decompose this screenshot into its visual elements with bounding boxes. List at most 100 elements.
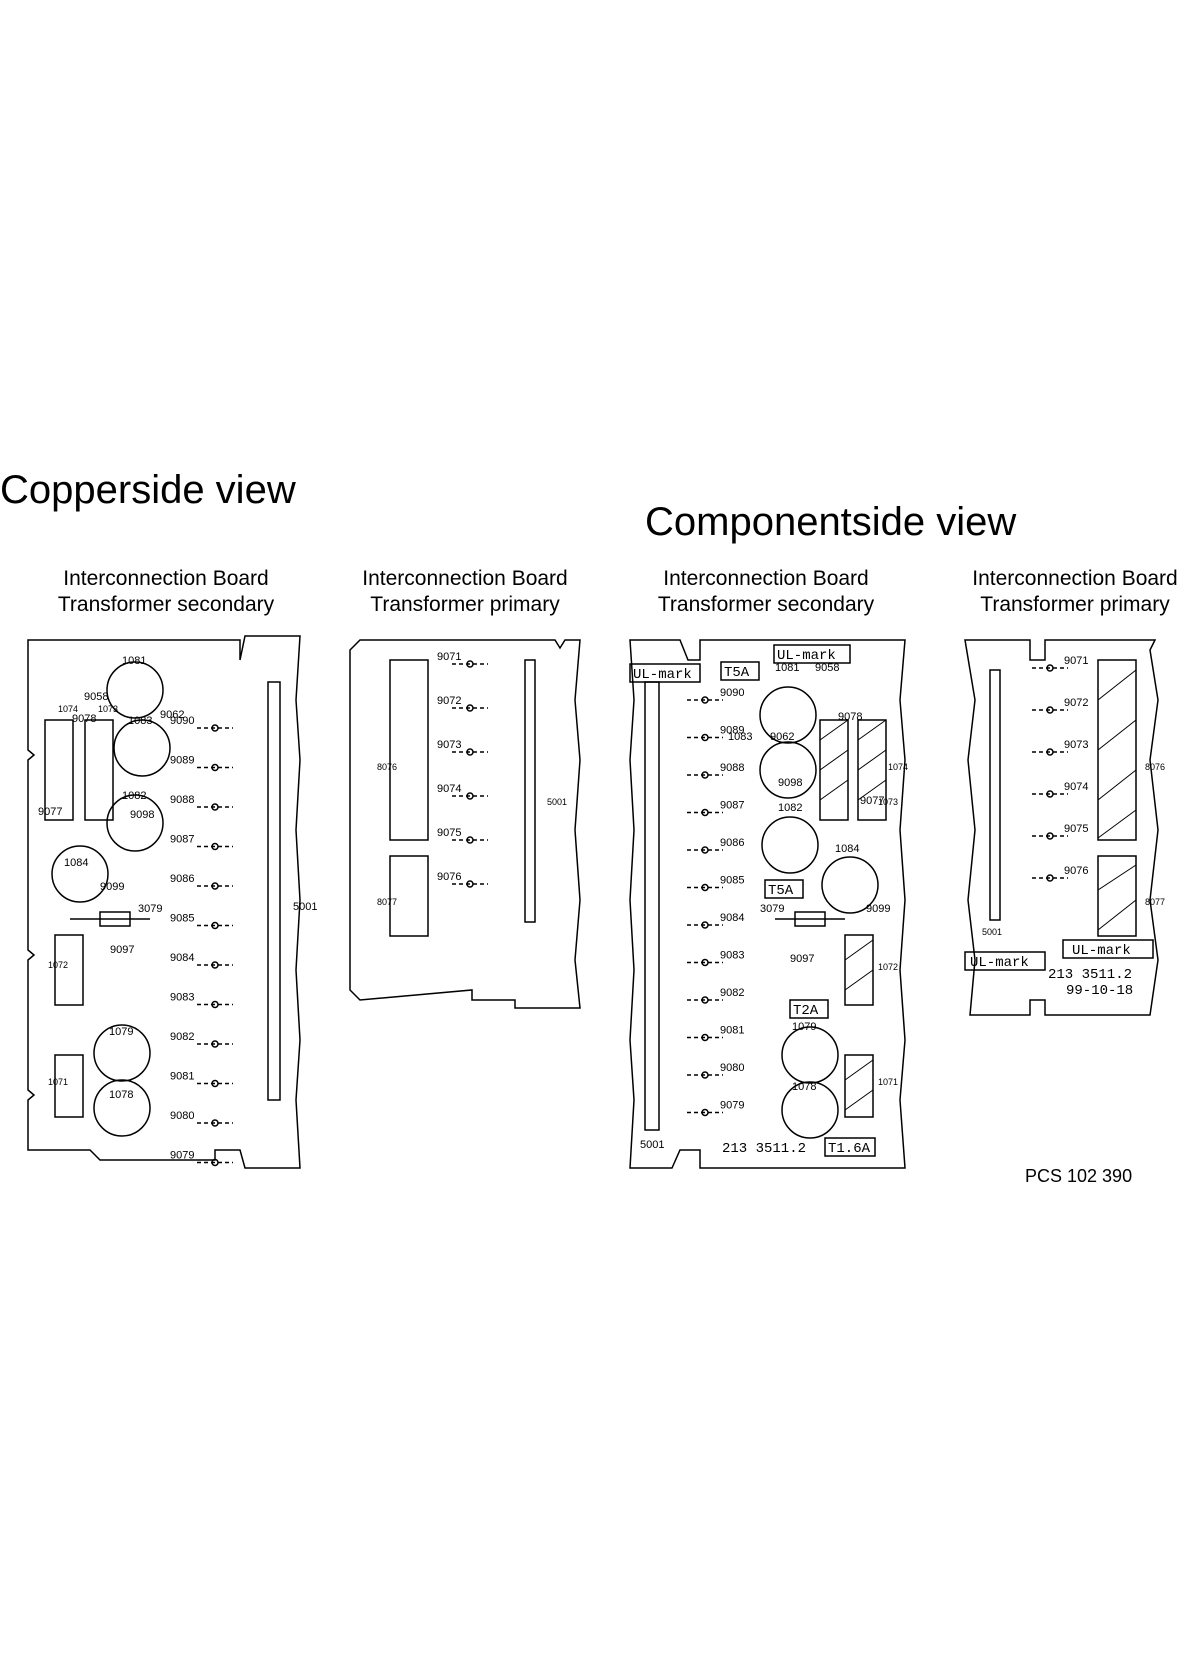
- comp-sec-fuse-label-1083: 1083: [728, 731, 752, 743]
- copper-sec-holder-1071: 1071: [48, 1077, 68, 1087]
- comp-sec-holder-1073: 1073: [878, 797, 898, 807]
- comp-pri-pad-9073: [1046, 748, 1054, 756]
- connector-8077: [389, 855, 429, 937]
- copper-sec-label-9080: 9080: [170, 1110, 194, 1122]
- componentside-view-title: Componentside view: [645, 500, 1017, 544]
- ul-mark-label-3: UL-mark: [1072, 943, 1131, 959]
- copper-sec-label-9087: 9087: [170, 834, 194, 846]
- comp-sec-label-9079: 9079: [720, 1100, 744, 1112]
- holder-1071-c: [844, 1054, 874, 1118]
- comp-sec-fuse-label-1078: 1078: [792, 1081, 816, 1093]
- copper-pri-label-9073: 9073: [437, 739, 461, 751]
- board-title-line1: Interconnection Board: [63, 567, 269, 590]
- t2a-label: T2A: [793, 1003, 819, 1019]
- comp-sec-misc-9062: 9062: [770, 731, 794, 743]
- copper-pri-connector-8077: 8077: [377, 897, 397, 907]
- document-number: PCS 102 390: [1025, 1166, 1133, 1186]
- copper-sec-misc-9098: 9098: [130, 809, 154, 821]
- copper-sec-fuse-label-1079: 1079: [109, 1026, 133, 1038]
- copper-secondary-title: Interconnection Board Transformer second…: [46, 566, 286, 618]
- copper-primary-components: [389, 659, 536, 937]
- copper-sec-misc-9078: 9078: [72, 713, 96, 725]
- comp-sec-pad-9082: [701, 996, 709, 1004]
- copper-sec-pad-9086: [211, 882, 219, 890]
- comp-sec-misc-9058: 9058: [815, 662, 839, 674]
- copper-sec-fuse-label-1078: 1078: [109, 1089, 133, 1101]
- copper-pri-pad-9076: [466, 880, 474, 888]
- connector-5001-primary: [524, 659, 536, 923]
- comp-pri-connector-8076: 8076: [1145, 762, 1165, 772]
- copper-sec-fuse-label-1081: 1081: [122, 655, 146, 667]
- board-outline-copper-primary: [349, 639, 581, 1009]
- comp-sec-label-9081: 9081: [720, 1025, 744, 1037]
- component-primary-title: Interconnection Board Transformer primar…: [955, 566, 1190, 618]
- copper-sec-fuse-label-1083: 1083: [128, 715, 152, 727]
- comp-sec-misc-9078: 9078: [838, 711, 862, 723]
- copper-sec-pad-9087: [211, 842, 219, 851]
- comp-sec-fuse-label-1084: 1084: [835, 843, 859, 855]
- copper-sec-label-9088: 9088: [170, 794, 194, 806]
- comp-sec-pad-9085: [701, 883, 709, 892]
- comp-sec-label-9086: 9086: [720, 837, 744, 849]
- copper-pri-label-9072: 9072: [437, 695, 461, 707]
- comp-sec-fuse-label-1082: 1082: [778, 802, 802, 814]
- t16a-label: T1.6A: [828, 1141, 871, 1157]
- comp-pri-label-9074: 9074: [1064, 781, 1088, 793]
- connector-5001: [267, 681, 281, 1101]
- holder-1072: [54, 934, 84, 1006]
- copper-sec-pad-9081: [211, 1079, 219, 1088]
- comp-sec-holder-1072: 1072: [878, 962, 898, 972]
- holder-1071: [54, 1054, 84, 1118]
- copper-sec-fuse-label-1082: 1082: [122, 790, 146, 802]
- copper-pri-connector-5001: 5001: [547, 797, 567, 807]
- holder-1072-c: [844, 934, 874, 1006]
- comp-pri-label-9076: 9076: [1064, 865, 1088, 877]
- comp-pri-pad-9071: [1046, 664, 1054, 672]
- copper-sec-pad-9083: [211, 1000, 219, 1009]
- diode-ladders: [197, 660, 1068, 1167]
- fuse-1083-c: [759, 741, 817, 799]
- reference-labels: 9090908990889087908690859084908390829081…: [38, 651, 1165, 1162]
- copper-sec-label-9081: 9081: [170, 1071, 194, 1083]
- comp-pri-pad-9074: [1046, 790, 1054, 798]
- comp-sec-pad-9088: [701, 771, 709, 779]
- copper-sec-label-9082: 9082: [170, 1031, 194, 1043]
- board-title-line2: Transformer primary: [980, 593, 1170, 616]
- comp-pri-pad-9076: [1046, 874, 1054, 882]
- copperside-view-title: Copperside view: [0, 468, 296, 512]
- board-outline-component-secondary: [629, 639, 906, 1169]
- board-code-label: 213 3511.2: [722, 1141, 806, 1157]
- fuse-1084: [51, 845, 109, 903]
- ul-mark-label: UL-mark: [633, 667, 692, 683]
- connector-8076: [389, 659, 429, 841]
- copper-sec-misc-9062: 9062: [160, 709, 184, 721]
- copper-sec-holder-1074: 1074: [58, 704, 78, 714]
- board-title-line1: Interconnection Board: [972, 567, 1178, 590]
- comp-pri-label-9071: 9071: [1064, 655, 1088, 667]
- copper-sec-pad-9082: [211, 1040, 219, 1048]
- copper-sec-label-9086: 9086: [170, 873, 194, 885]
- comp-sec-label-9087: 9087: [720, 800, 744, 812]
- board-date-label: 99-10-18: [1066, 983, 1133, 999]
- comp-sec-misc-5001: 5001: [640, 1139, 664, 1151]
- fuse-1079: [93, 1024, 151, 1082]
- t5a-label-1: T5A: [724, 665, 750, 681]
- comp-pri-label-9072: 9072: [1064, 697, 1088, 709]
- copper-pri-pad-9071: [466, 660, 474, 668]
- comp-sec-fuse-label-1079: 1079: [792, 1021, 816, 1033]
- ul-mark-label-4: UL-mark: [970, 955, 1029, 971]
- copper-pri-label-9071: 9071: [437, 651, 461, 663]
- fuse-1062-c: [761, 816, 819, 874]
- copper-sec-misc-9099: 9099: [100, 881, 124, 893]
- copper-sec-misc-5001: 5001: [293, 901, 317, 913]
- comp-sec-misc-3079: 3079: [760, 903, 784, 915]
- comp-pri-label-9073: 9073: [1064, 739, 1088, 751]
- board-code-label-2: 213 3511.2: [1048, 967, 1132, 983]
- fuse-1081-c: [759, 686, 817, 744]
- copper-secondary-components: [44, 661, 281, 1137]
- comp-sec-misc-9098: 9098: [778, 777, 802, 789]
- copper-pri-pad-9073: [466, 748, 474, 756]
- holder-1074: [44, 719, 74, 821]
- board-title-line2: Transformer primary: [370, 593, 560, 616]
